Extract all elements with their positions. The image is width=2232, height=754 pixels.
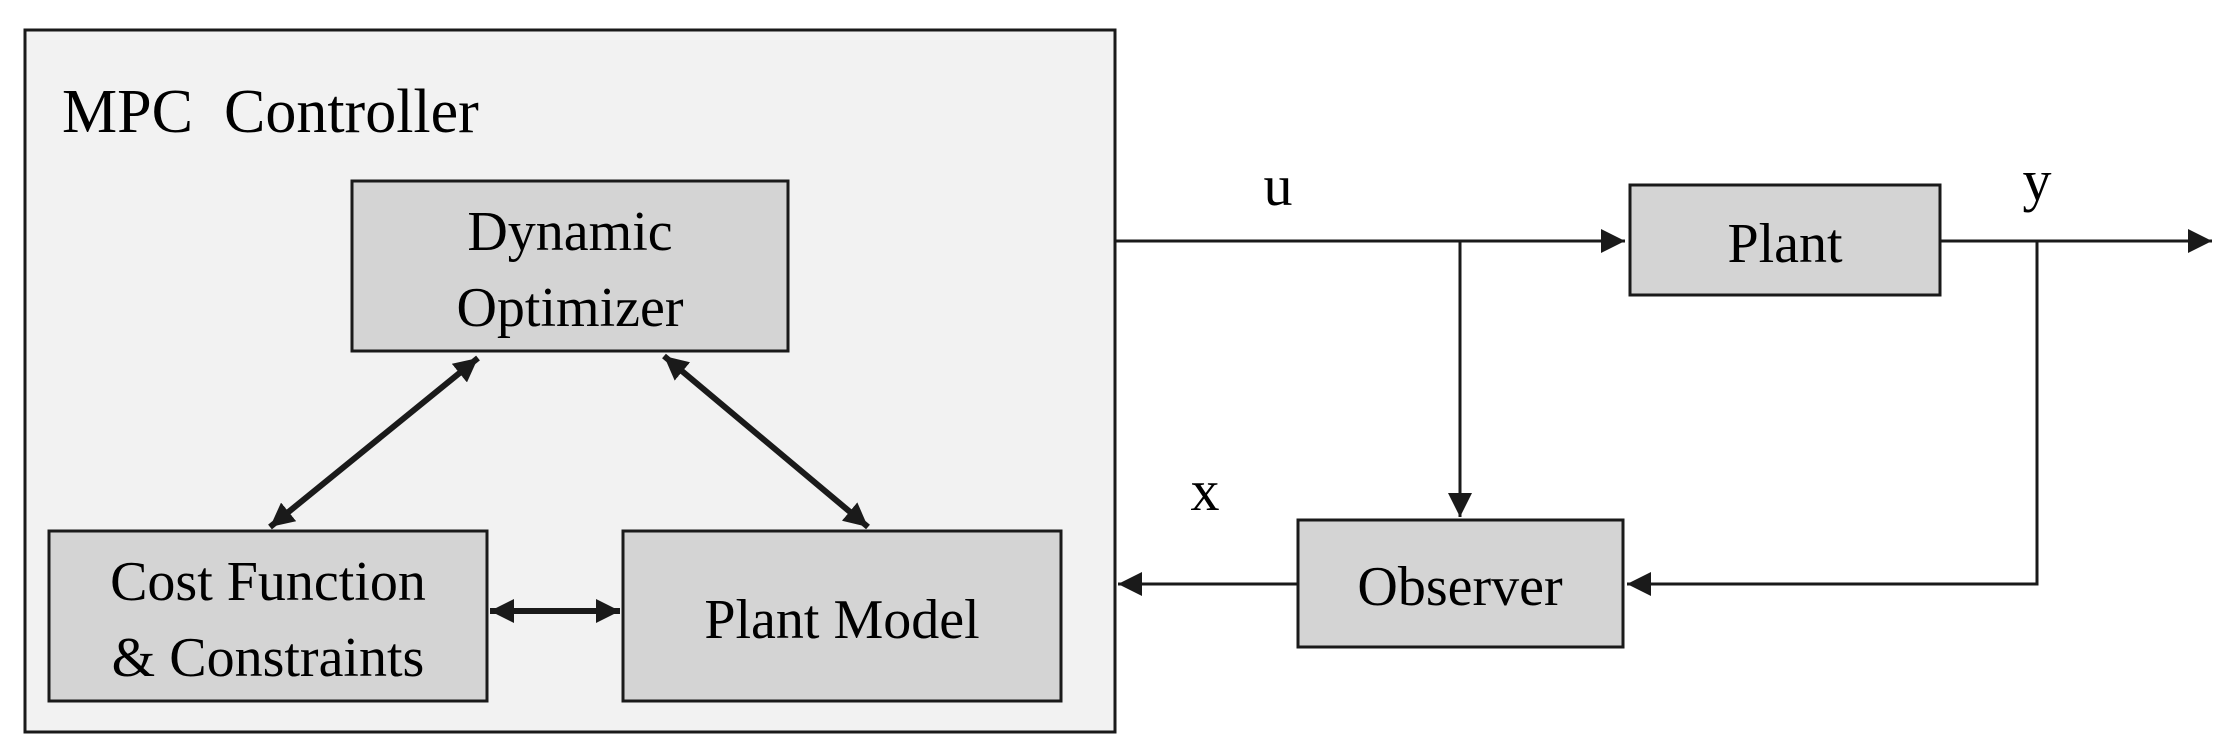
cost-function-label-line1: Cost Function <box>110 551 426 613</box>
plant-label: Plant <box>1727 213 1843 275</box>
dynamic-optimizer-block <box>350 179 790 353</box>
controller-title: MPC Controller <box>62 78 479 146</box>
x-signal-label: x <box>1191 458 1220 523</box>
y-feedback-line <box>1627 241 2039 596</box>
plant-block <box>1628 183 1942 297</box>
cost-function-label-line2: & Constraints <box>112 627 425 689</box>
u-signal-label: u <box>1264 153 1293 218</box>
observer-label: Observer <box>1357 556 1563 618</box>
dynamic-optimizer-label-line1: Dynamic <box>467 201 672 263</box>
optimizer-cost-arrow <box>268 355 480 530</box>
cost-function-block <box>47 529 489 703</box>
y-signal-label: y <box>2023 148 2052 213</box>
optimizer-plant-model-arrow <box>662 353 870 530</box>
dynamic-optimizer-label-line2: Optimizer <box>456 277 683 339</box>
plant-model-block <box>621 529 1063 703</box>
plant-model-label: Plant Model <box>704 589 979 651</box>
